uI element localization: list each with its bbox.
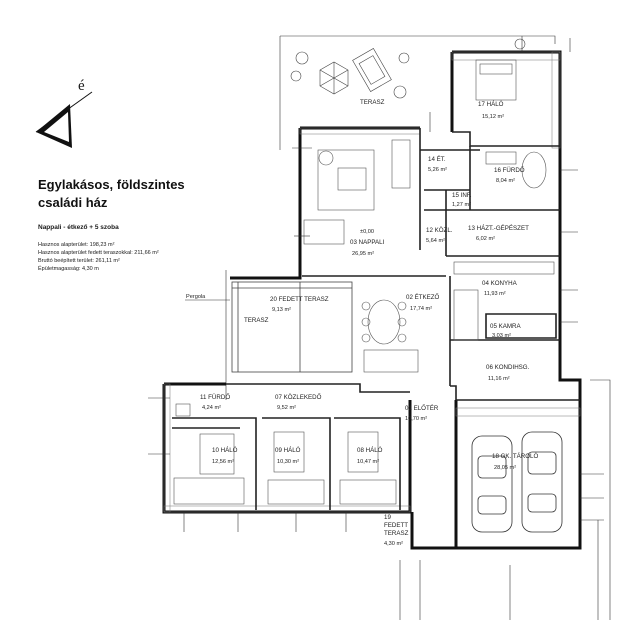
car-icon (471, 431, 563, 533)
room-01-area: 10,70 m² (405, 416, 427, 422)
room-07-name: 07 KÖZLEKEDŐ (275, 394, 322, 401)
north-label: é (78, 78, 85, 94)
room-14-area: 5,26 m² (428, 167, 447, 173)
room-20-area: 9,13 m² (272, 307, 291, 313)
room-19-area: 4,30 m² (384, 541, 403, 547)
room-05-area: 3,03 m² (492, 333, 511, 339)
room-02-name: 02 ÉTKEZŐ (406, 294, 440, 301)
room-05-name: 05 KAMRA (490, 323, 521, 330)
room-16-area: 8,04 m² (496, 178, 515, 184)
site-lines (185, 35, 611, 620)
room-06-area: 11,16 m² (488, 376, 510, 382)
title-line-1: Egylakásos, földszintes (38, 177, 185, 192)
room-12-name: 12 KÖZL. (426, 227, 453, 234)
room-11-area: 4,24 m² (202, 405, 221, 411)
room-08-area: 10,47 m² (357, 459, 379, 465)
stats-list: Hasznos alapterület: 198,23 m² Hasznos a… (38, 241, 248, 273)
room-16-name: 16 FÜRDŐ (494, 167, 525, 174)
room-17-name: 17 HÁLÓ (478, 101, 504, 108)
room-15-name: 15 INF. (452, 192, 472, 199)
terrace-furniture (290, 38, 526, 99)
room-20-name: 20 FEDETT TERASZ (270, 296, 329, 303)
room-18-name: 18 GK. TÁROLÓ (492, 453, 538, 460)
covered-terrace-20 (231, 281, 353, 373)
terrace-left-label: TERASZ (244, 317, 269, 324)
interior-walls (172, 128, 580, 510)
wall-hatch (163, 51, 581, 513)
room-13-name: 13 HÁZT.-GÉPÉSZET (468, 225, 529, 232)
room-12-area: 5,64 m² (426, 238, 445, 244)
room-03-area: 26,95 m² (352, 251, 374, 257)
room-03-name: 03 NAPPALI (350, 239, 385, 246)
stat-building-height: Épületmagasság: 4,30 m (38, 266, 99, 272)
room-11-name: 11 FÜRDŐ (200, 394, 230, 401)
terrace-top-label: TERASZ (360, 99, 385, 106)
subtitle: Nappali - étkező + 5 szoba (38, 224, 119, 231)
north-arrow-icon (35, 91, 93, 148)
stat-useful-area-terraces: Hasznos alapterület fedett teraszokkal: … (38, 250, 159, 256)
room-04-name: 04 KONYHA (482, 280, 518, 287)
room-04-area: 11,93 m² (484, 291, 506, 297)
pergola-label: Pergola (186, 294, 206, 300)
room-18-area: 28,05 m² (494, 465, 516, 471)
title-line-2: családi ház (38, 195, 108, 210)
project-info: Egylakásos, földszintes családi ház Napp… (38, 176, 248, 273)
room-19-name-2: FEDETT (384, 522, 408, 529)
room-09-name: 09 HÁLÓ (275, 447, 301, 454)
furniture (173, 59, 555, 505)
room-08-name: 08 HÁLÓ (357, 447, 383, 454)
room-17-area: 15,12 m² (482, 114, 504, 120)
room-06-name: 06 KONDIHSG. (486, 364, 530, 371)
stat-built-area: Bruttó beépített terület: 261,11 m² (38, 258, 120, 264)
room-01-name: 01 ELŐTÉR (405, 405, 439, 412)
room-15-area: 1,27 m² (452, 202, 471, 208)
stat-useful-area: Hasznos alapterület: 198,23 m² (38, 242, 115, 248)
room-07-area: 9,52 m² (277, 405, 296, 411)
axis-ticks (148, 36, 604, 532)
room-19-name-3: TERASZ (384, 530, 409, 537)
room-19-name-1: 19 (384, 514, 391, 521)
room-14-name: 14 ÉT. (428, 156, 446, 163)
plan-labels: TERASZ TERASZ Pergola ±0,00 17 HÁLÓ 15,1… (186, 99, 538, 547)
level-label: ±0,00 (360, 229, 374, 235)
room-09-area: 10,30 m² (277, 459, 299, 465)
room-10-area: 12,56 m² (212, 459, 234, 465)
room-02-area: 17,74 m² (410, 306, 432, 312)
room-13-area: 6,02 m² (476, 236, 495, 242)
room-10-name: 10 HÁLÓ (212, 447, 238, 454)
